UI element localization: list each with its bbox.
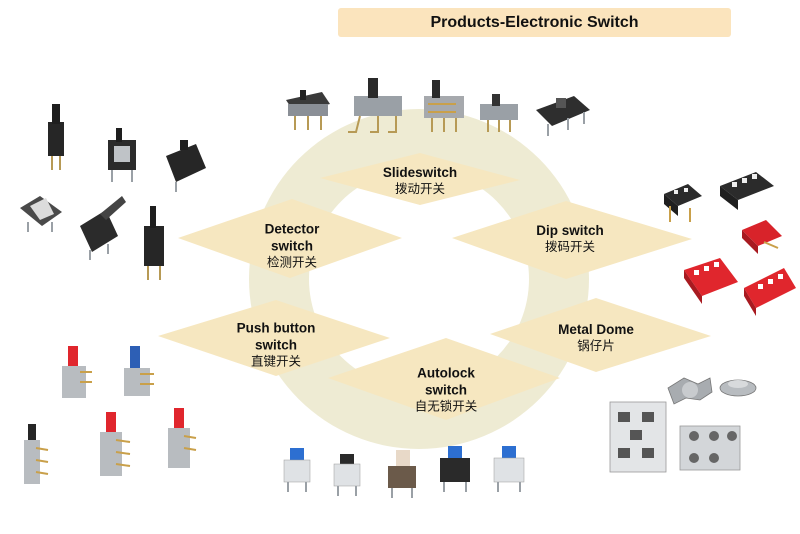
push-button-switch-images [24, 346, 197, 484]
label-slideswitch-en: Slideswitch [382, 165, 458, 180]
label-autolock-cn: 自无锁开关 [414, 399, 478, 414]
label-slideswitch: Slideswitch 拨动开关 [383, 164, 457, 198]
rhombus-detector[interactable] [178, 199, 402, 278]
push-button-switch-image [100, 412, 131, 476]
label-dip-en: Dip switch [536, 223, 604, 238]
slide-switch-image [536, 96, 590, 136]
rhombus-autolock[interactable] [328, 338, 560, 420]
detector-switch-image [20, 196, 62, 232]
metal-dome-image [609, 401, 667, 473]
detector-switch-image [48, 104, 64, 170]
metal-dome-image [719, 379, 757, 397]
label-dip-cn: 拨码开关 [544, 240, 596, 254]
label-metaldome: Metal Dome 锅仔片 [558, 321, 634, 355]
page-title: Products-Electronic Switch [338, 8, 731, 37]
dip-switch-image [742, 220, 782, 254]
label-detector-cn: 检测开关 [266, 255, 318, 270]
rhombus-slideswitch[interactable] [320, 153, 520, 205]
label-metaldome-en: Metal Dome [558, 322, 634, 337]
push-button-switch-image [24, 424, 49, 484]
detector-switch-image [144, 206, 164, 280]
rhombus-pushbutton[interactable] [158, 300, 390, 376]
detector-switch-image [166, 140, 206, 192]
label-metaldome-cn: 锅仔片 [577, 339, 615, 353]
label-pushbutton: Push button switch 直键开关 [237, 320, 316, 371]
rhombus-dip[interactable] [452, 201, 692, 279]
metal-dome-image [667, 377, 713, 405]
slide-switch-image [286, 90, 330, 130]
label-slideswitch-cn: 拨动开关 [394, 182, 445, 196]
slide-switch-image [480, 94, 518, 132]
metal-dome-image [679, 425, 741, 471]
label-detector-en2: switch [270, 238, 314, 254]
slide-switch-images [286, 78, 590, 136]
push-button-switch-image [124, 346, 154, 396]
dip-switch-image [664, 184, 702, 222]
label-detector-en1: Detector [264, 221, 320, 237]
label-autolock-en1: Autolock [417, 365, 475, 381]
metal-dome-images [609, 377, 757, 473]
autolock-switch-images [283, 446, 525, 498]
rhombus-metaldome[interactable] [490, 298, 711, 372]
label-dip: Dip switch 拨码开关 [536, 222, 604, 256]
autolock-switch-image [493, 446, 525, 492]
label-detector: Detector switch 检测开关 [265, 221, 320, 272]
detector-switch-image [80, 196, 126, 260]
autolock-switch-image [283, 448, 311, 492]
autolock-switch-image [388, 450, 416, 498]
autolock-switch-image [333, 454, 361, 496]
slide-switch-image [348, 78, 402, 133]
slide-switch-image [424, 80, 464, 132]
detector-switch-image [108, 128, 136, 182]
push-button-switch-image [168, 408, 197, 468]
dip-switch-image [684, 258, 738, 304]
autolock-switch-image [440, 446, 470, 492]
label-autolock: Autolock switch 自无锁开关 [415, 365, 478, 416]
dip-switch-image [720, 172, 774, 210]
detector-switch-images [20, 104, 206, 280]
label-pushbutton-cn: 直键开关 [250, 354, 302, 369]
label-autolock-en2: switch [424, 382, 468, 398]
dip-switch-images [664, 172, 796, 316]
label-pushbutton-en2: switch [254, 337, 298, 353]
label-pushbutton-en1: Push button [236, 320, 316, 336]
push-button-switch-image [62, 346, 92, 398]
dip-switch-image [744, 268, 796, 316]
